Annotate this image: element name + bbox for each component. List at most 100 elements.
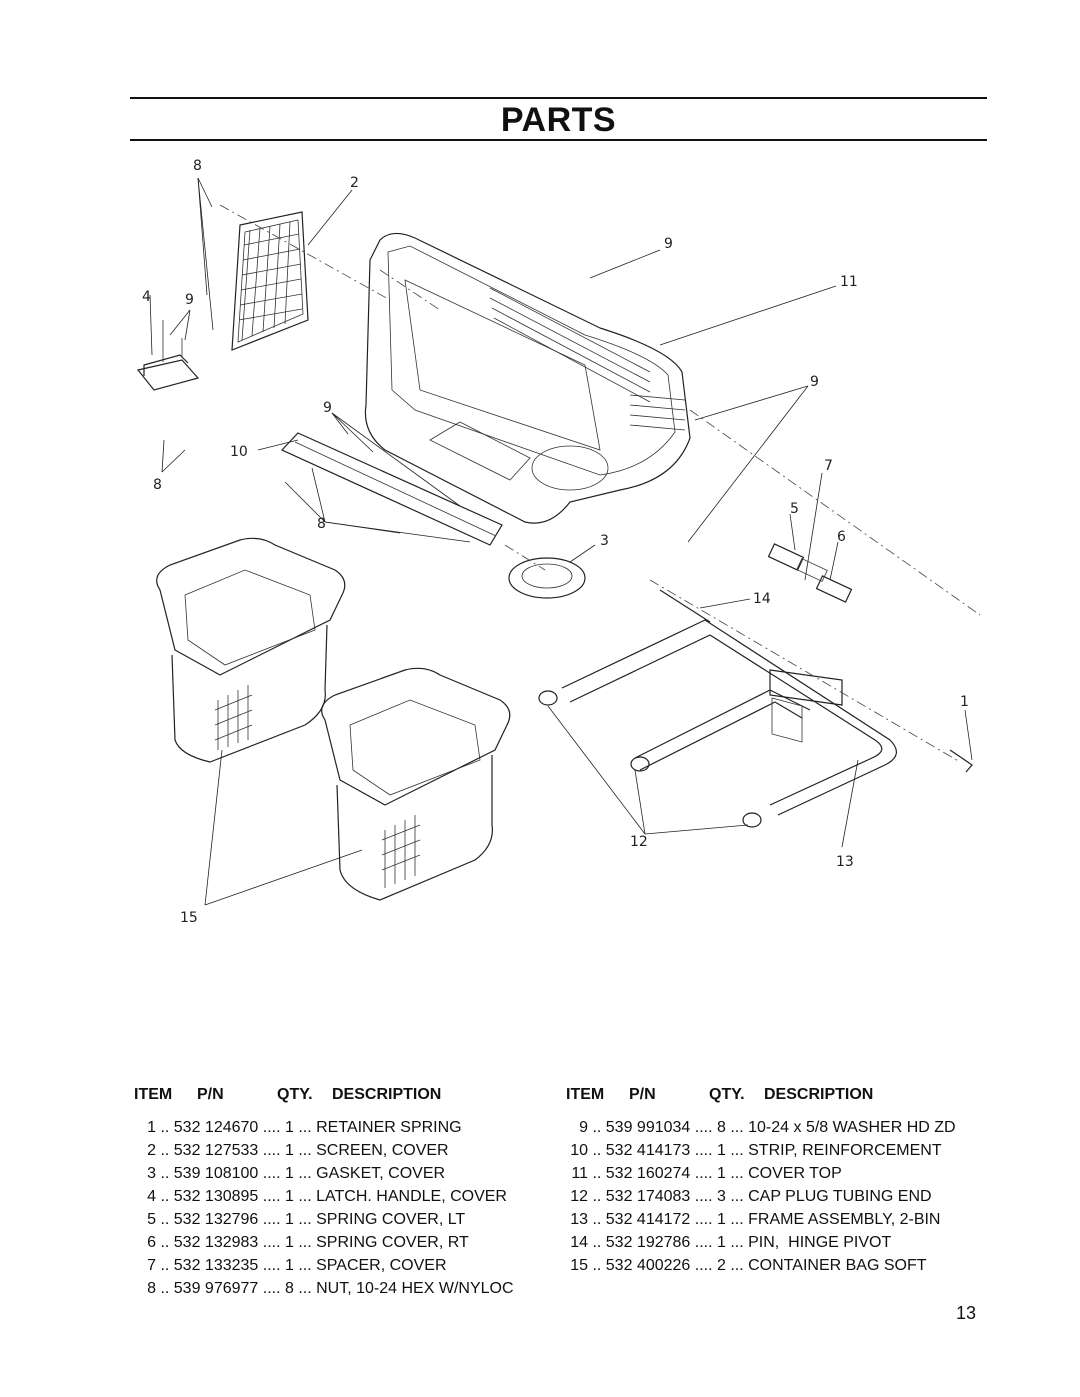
parts-rows-right: 9 .. 539 991034 .... 8 ... 10-24 x 5/8 W… <box>566 1116 996 1277</box>
part-number: 532 132983 <box>173 1234 259 1251</box>
part-qty: 8 <box>284 1280 294 1297</box>
part-description: RETAINER SPRING <box>316 1119 462 1136</box>
separator: ... <box>293 1257 317 1274</box>
separator: .... <box>690 1165 717 1182</box>
separator: ... <box>725 1234 749 1251</box>
callout-5: 5 <box>790 501 799 517</box>
separator: ... <box>725 1211 749 1228</box>
part-description: SCREEN, COVER <box>316 1142 449 1159</box>
separator: .. <box>156 1119 174 1136</box>
part-qty: 8 <box>716 1119 726 1136</box>
part-number: 532 127533 <box>173 1142 259 1159</box>
separator: .. <box>156 1142 174 1159</box>
separator: .... <box>258 1280 285 1297</box>
part-item-number: 3 <box>147 1165 156 1182</box>
part-qty: 2 <box>716 1257 726 1274</box>
separator: ... <box>293 1188 317 1205</box>
separator: .... <box>690 1142 717 1159</box>
part-description: SPRING COVER, LT <box>316 1211 466 1228</box>
separator: ... <box>293 1142 317 1159</box>
callout-10: 10 <box>230 444 248 460</box>
part-description: STRIP, REINFORCEMENT <box>748 1142 942 1159</box>
callout-9-top: 9 <box>664 236 673 252</box>
part-item-number: 5 <box>147 1211 156 1228</box>
separator: .... <box>690 1211 717 1228</box>
callout-3: 3 <box>600 533 609 549</box>
part-qty: 1 <box>716 1165 726 1182</box>
callout-7: 7 <box>824 458 833 474</box>
parts-rows-left: 1 .. 532 124670 .... 1 ... RETAINER SPRI… <box>134 1116 544 1300</box>
callout-labels: 8 2 9 11 4 9 9 9 10 7 8 5 8 6 3 14 1 12 … <box>142 158 969 926</box>
part-item-number: 13 <box>570 1211 588 1228</box>
separator: ... <box>293 1119 317 1136</box>
callout-9-left: 9 <box>185 292 194 308</box>
cap-plug-parts <box>538 690 762 828</box>
diagram-svg: 8 2 9 11 4 9 9 9 10 7 8 5 8 6 3 14 1 12 … <box>136 158 981 926</box>
part-number: 532 192786 <box>605 1234 691 1251</box>
part-qty: 1 <box>716 1142 726 1159</box>
separator: .. <box>588 1234 606 1251</box>
part-number: 532 414172 <box>605 1211 691 1228</box>
callout-1: 1 <box>960 694 969 710</box>
part-item-number: 7 <box>147 1257 156 1274</box>
separator: .. <box>588 1211 606 1228</box>
separator: ... <box>293 1211 317 1228</box>
part-qty: 1 <box>284 1188 294 1205</box>
part-description: CONTAINER BAG SOFT <box>748 1257 927 1274</box>
header-description: DESCRIPTION <box>332 1086 442 1103</box>
header-qty: QTY. <box>709 1086 745 1103</box>
separator: .... <box>690 1234 717 1251</box>
table-row: 15 .. 532 400226 .... 2 ... CONTAINER BA… <box>566 1254 996 1277</box>
separator: ... <box>725 1142 749 1159</box>
part-qty: 1 <box>284 1165 294 1182</box>
separator: .. <box>588 1142 606 1159</box>
part-number: 539 991034 <box>605 1119 691 1136</box>
separator: .... <box>258 1211 285 1228</box>
part-item-number: 8 <box>147 1280 156 1297</box>
header-pn: P/N <box>197 1086 224 1103</box>
part-description: COVER TOP <box>748 1165 842 1182</box>
exploded-parts-diagram: 8 2 9 11 4 9 9 9 10 7 8 5 8 6 3 14 1 12 … <box>130 150 1000 940</box>
part-item-number: 1 <box>147 1119 156 1136</box>
reinforcement-strip-part <box>280 432 503 546</box>
header-item: ITEM <box>566 1086 605 1103</box>
table-header: ITEM P/N QTY. DESCRIPTION <box>566 1083 996 1106</box>
table-header: ITEM P/N QTY. DESCRIPTION <box>134 1083 544 1106</box>
header-description: DESCRIPTION <box>764 1086 874 1103</box>
separator: ... <box>293 1280 317 1297</box>
separator: ... <box>293 1234 317 1251</box>
callout-6: 6 <box>837 529 846 545</box>
part-item-number: 6 <box>147 1234 156 1251</box>
separator: .... <box>258 1188 285 1205</box>
separator: .... <box>258 1142 285 1159</box>
separator: .. <box>156 1257 174 1274</box>
separator: ... <box>725 1165 749 1182</box>
page-number: 13 <box>956 1303 977 1323</box>
separator: .... <box>258 1234 285 1251</box>
table-row: 10 .. 532 414173 .... 1 ... STRIP, REINF… <box>566 1139 996 1162</box>
callout-14: 14 <box>753 591 771 607</box>
table-row: 13 .. 532 414172 .... 1 ... FRAME ASSEMB… <box>566 1208 996 1231</box>
part-description: FRAME ASSEMBLY, 2-BIN <box>748 1211 941 1228</box>
separator: .... <box>258 1165 285 1182</box>
spring-cover-parts <box>767 543 853 603</box>
assembly-centerlines <box>219 204 981 763</box>
part-description: LATCH. HANDLE, COVER <box>316 1188 507 1205</box>
part-number: 532 132796 <box>173 1211 259 1228</box>
separator: .. <box>588 1188 606 1205</box>
separator: .. <box>156 1280 174 1297</box>
latch-handle-part <box>136 320 200 391</box>
callout-12: 12 <box>630 834 648 850</box>
table-row: 4 .. 532 130895 .... 1 ... LATCH. HANDLE… <box>134 1185 544 1208</box>
table-row: 2 .. 532 127533 .... 1 ... SCREEN, COVER <box>134 1139 544 1162</box>
separator: .... <box>690 1188 717 1205</box>
parts-table-left: ITEM P/N QTY. DESCRIPTION 1 .. 532 12467… <box>134 1083 544 1300</box>
callout-15: 15 <box>180 910 198 926</box>
gasket-part <box>508 557 586 599</box>
part-description: SPACER, COVER <box>316 1257 447 1274</box>
part-description: 10-24 x 5/8 WASHER HD ZD <box>748 1119 956 1136</box>
part-item-number: 4 <box>147 1188 156 1205</box>
part-description: GASKET, COVER <box>316 1165 446 1182</box>
container-bag-right <box>321 667 511 901</box>
separator: .... <box>690 1119 717 1136</box>
